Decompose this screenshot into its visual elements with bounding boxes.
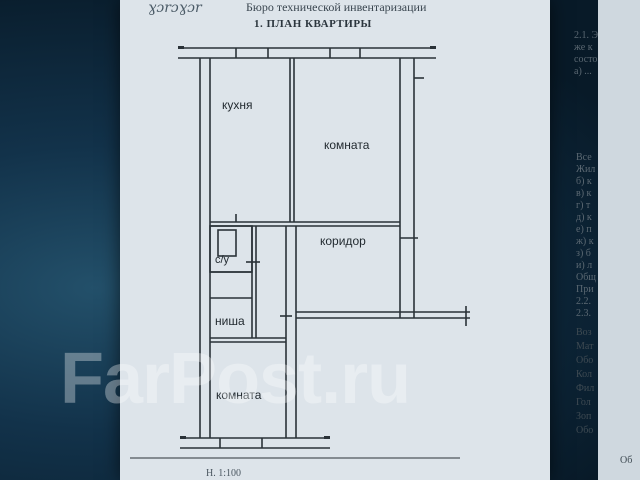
- room-label-wc: с/у: [215, 254, 230, 266]
- right-page-middle: Все Жил б) к в) к г) т д) к е) п ж) к з)…: [576, 152, 597, 319]
- room-label-corridor: коридор: [320, 234, 366, 248]
- second-sheet: Об: [598, 0, 640, 480]
- plan-walls: [178, 47, 470, 449]
- right-page-top: 2.1. Э же к состо а) ...: [574, 30, 599, 77]
- room-label-niche: ниша: [215, 314, 245, 328]
- room-label-kitchen: кухня: [222, 98, 253, 112]
- plan-title: 1. ПЛАН КВАРТИРЫ: [254, 18, 372, 30]
- right-page-bottom: Воз Мат Обо Кол Фил Гол Зоп Обо: [576, 327, 595, 436]
- far-right-fragment: Об: [620, 455, 633, 466]
- room-label-room-2: комната: [216, 388, 262, 402]
- farpost-watermark: FarPost.ru: [60, 339, 411, 419]
- document-sheet: [120, 0, 550, 480]
- scale-note: Н. 1:100: [206, 468, 241, 479]
- wall-hatching: [178, 46, 436, 439]
- room-label-room-1: комната: [324, 138, 370, 152]
- bureau-title: Бюро технической инвентаризации: [246, 0, 427, 14]
- header-scribble: ɣɔrɔɣɔr: [148, 0, 202, 16]
